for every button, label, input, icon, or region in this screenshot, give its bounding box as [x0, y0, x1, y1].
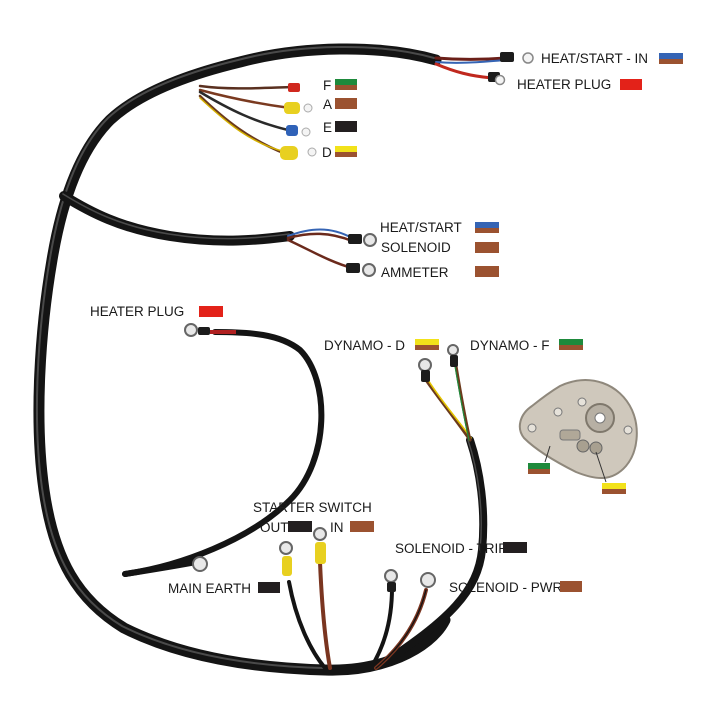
- label-solenoid-trip: SOLENOID - TRIP: [395, 541, 508, 556]
- swatch-heat-start: [475, 222, 499, 233]
- label-e: E: [323, 120, 333, 135]
- wires-top: [198, 56, 508, 156]
- wires-dynamo: [424, 364, 472, 442]
- swatch-out: [288, 521, 312, 532]
- swatch-solenoid-pwr: [560, 581, 582, 592]
- swatch-stripe: [602, 488, 626, 494]
- swatch-solenoid-trip: [503, 542, 527, 553]
- label-heat-start: HEAT/START: [380, 220, 462, 235]
- swatch-stripe: [602, 483, 626, 489]
- swatch-ammeter: [475, 266, 499, 277]
- swatch-dynamo-f: [559, 339, 583, 350]
- swatch-dynamo-d: [415, 339, 439, 350]
- control-box-image: [518, 379, 638, 483]
- label-starter-switch: STARTER SWITCH: [253, 500, 372, 515]
- swatch-solenoid: [475, 242, 499, 253]
- swatch-stripe: [475, 227, 499, 233]
- label-heater-plug-left: HEATER PLUG: [90, 304, 185, 319]
- label-dynamo-f: DYNAMO - F: [470, 338, 550, 353]
- swatch-stripe: [528, 463, 550, 469]
- swatch-main-earth: [258, 582, 280, 593]
- swatch-stripe: [559, 339, 583, 345]
- label-solenoid: SOLENOID: [381, 240, 451, 255]
- swatch-heater-plug-left: [199, 306, 223, 317]
- label-out: OUT: [260, 520, 289, 535]
- label-solenoid-pwr: SOLENOID - PWR: [449, 580, 563, 595]
- label-heater-plug-top: HEATER PLUG: [517, 77, 612, 92]
- swatch-f: [335, 79, 357, 90]
- terminals: [184, 52, 534, 592]
- swatch-e: [335, 121, 357, 132]
- wires-middle: [286, 228, 354, 270]
- label-in: IN: [330, 520, 344, 535]
- swatch-stripe: [475, 222, 499, 228]
- swatch-stripe: [335, 151, 357, 157]
- swatch-stripe: [559, 344, 583, 350]
- swatch-stripe: [528, 468, 550, 474]
- swatch-stripe: [659, 58, 683, 64]
- swatch-stripe: [659, 53, 683, 59]
- label-d: D: [322, 145, 332, 160]
- label-f: F: [323, 78, 332, 93]
- label-main-earth: MAIN EARTH: [168, 581, 252, 596]
- swatch-a: [335, 98, 357, 109]
- swatch-d: [335, 146, 357, 157]
- swatch-stripe: [415, 339, 439, 345]
- swatch-heat-start-in: [659, 53, 683, 64]
- label-ammeter: AMMETER: [381, 265, 449, 280]
- swatch-heater-plug-top: [620, 79, 642, 90]
- label-a: A: [323, 97, 333, 112]
- swatch-regulator-d: [602, 483, 626, 494]
- swatch-stripe: [335, 79, 357, 85]
- swatch-regulator-f: [528, 463, 550, 474]
- swatch-stripe: [335, 146, 357, 152]
- harness-sheath: [33, 43, 488, 676]
- wires-bottom: [287, 560, 428, 670]
- swatch-stripe: [415, 344, 439, 350]
- swatch-in: [350, 521, 374, 532]
- label-dynamo-d: DYNAMO - D: [324, 338, 405, 353]
- label-heat-start-in: HEAT/START - IN: [541, 51, 649, 66]
- swatch-stripe: [335, 84, 357, 90]
